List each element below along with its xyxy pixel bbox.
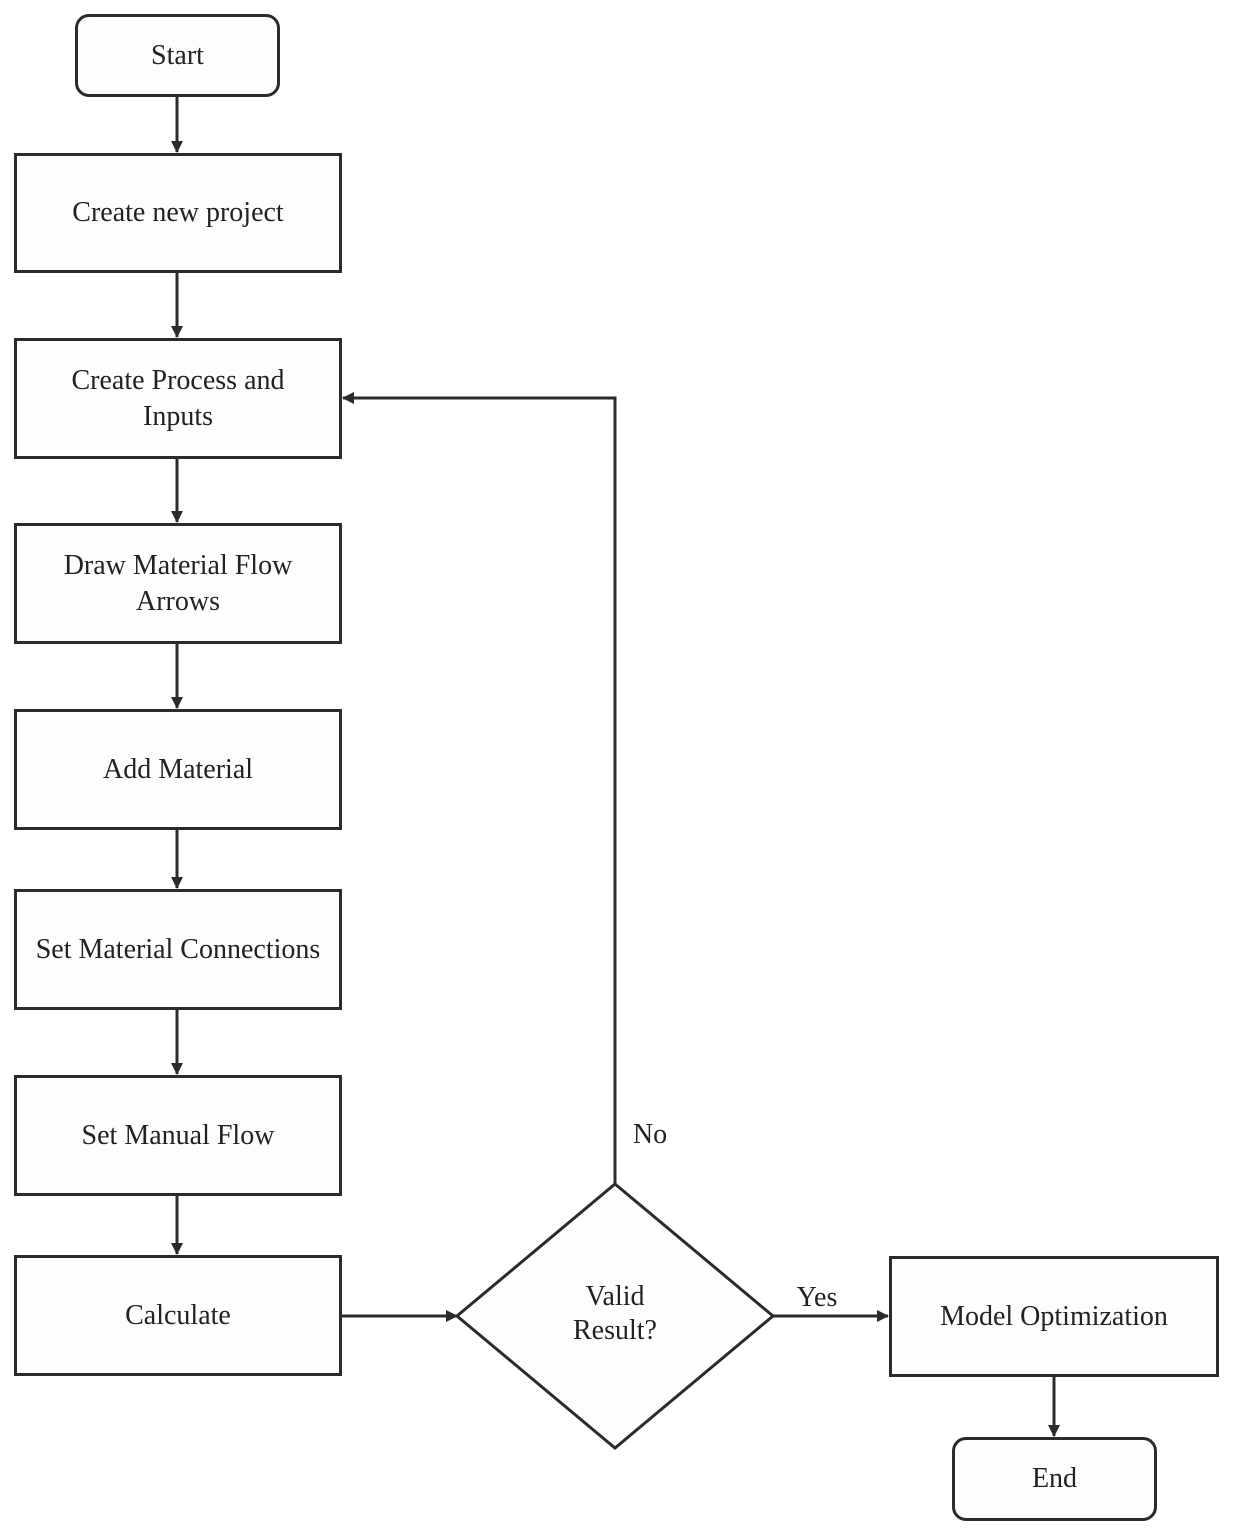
arrow-decision-no-loop — [342, 392, 617, 1184]
calculate-label: Calculate — [125, 1299, 231, 1331]
draw-material-flow-arrows-step: Draw Material Flow Arrows — [14, 523, 342, 644]
draw-material-flow-arrows-label: Draw Material Flow Arrows — [63, 549, 293, 617]
calculate-step: Calculate — [14, 1255, 342, 1376]
model-optimization-step: Model Optimization — [889, 1256, 1219, 1377]
create-new-project-label: Create new project — [72, 197, 284, 228]
yes-edge-label: Yes — [796, 1282, 838, 1313]
set-material-connections-label: Set Material Connections — [35, 933, 321, 965]
add-material-step: Add Material — [14, 709, 342, 830]
decision-label-line-1: Valid — [585, 1281, 645, 1312]
model-optimization-label: Model Optimization — [940, 1300, 1168, 1332]
end-node-label: End — [1031, 1463, 1078, 1494]
create-process-step: Create Process and Inputs — [14, 338, 342, 459]
decision-label: Valid Result? — [535, 1280, 695, 1348]
create-process-label: Create Process and Inputs — [71, 364, 285, 432]
set-manual-flow-label: Set Manual Flow — [81, 1119, 275, 1151]
set-material-connections-step: Set Material Connections — [14, 889, 342, 1010]
decision-diamond — [454, 1182, 776, 1450]
set-manual-flow-step: Set Manual Flow — [14, 1075, 342, 1196]
start-node-label: Start — [151, 39, 204, 71]
add-material-label: Add Material — [102, 753, 254, 785]
decision-label-line-2: Result? — [573, 1315, 657, 1346]
no-edge-label: No — [632, 1119, 668, 1150]
start-node: Start — [75, 14, 280, 97]
end-node: End — [952, 1437, 1157, 1521]
create-new-project-step: Create new project — [14, 153, 342, 273]
